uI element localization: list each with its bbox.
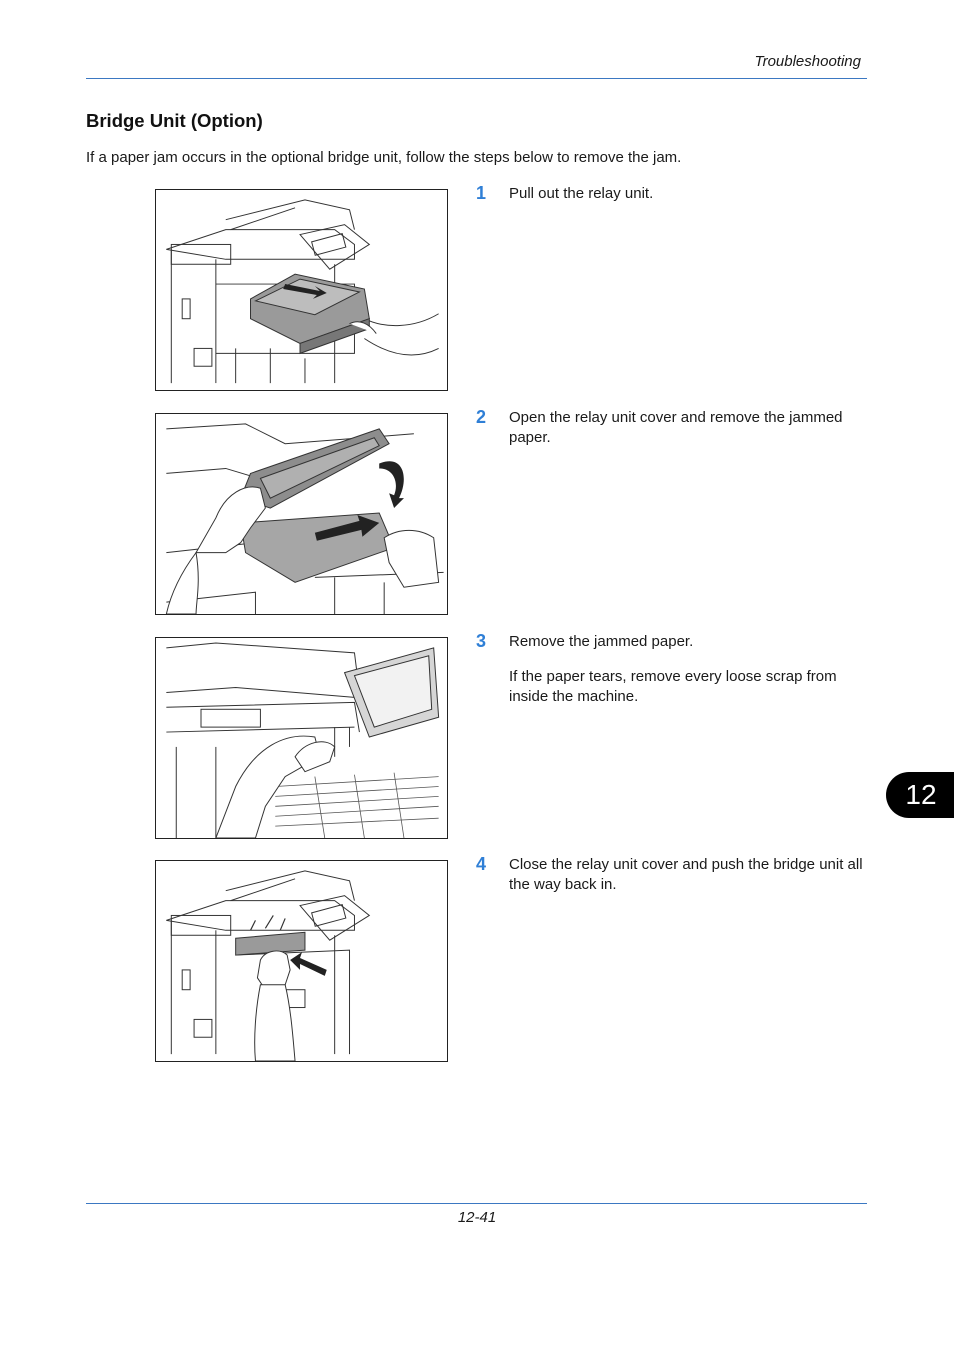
remove-jammed-paper-illustration [166, 642, 440, 838]
step-text: Pull out the relay unit. [509, 185, 654, 202]
chapter-tab: 12 [886, 772, 954, 818]
step-number: 2 [476, 407, 487, 427]
figure-open-relay-cover [155, 413, 448, 615]
step-note: If the paper tears, remove every loose s… [509, 668, 837, 705]
footer-rule [86, 1203, 867, 1204]
figure-pull-relay-unit [155, 189, 448, 391]
step-text: Close the relay unit cover and push the … [509, 856, 863, 893]
header-rule [86, 78, 867, 79]
step-text: Remove the jammed paper. [509, 633, 694, 650]
step-number: 4 [476, 854, 487, 874]
step-number: 3 [476, 631, 487, 651]
page-number: 12-41 [457, 1209, 497, 1226]
push-bridge-unit-illustration [166, 870, 371, 1061]
figure-push-bridge-unit [155, 860, 448, 1062]
step-text: Open the relay unit cover and remove the… [509, 409, 843, 446]
running-header: Troubleshooting [754, 53, 861, 70]
section-intro: If a paper jam occurs in the optional br… [86, 149, 682, 166]
step-number: 1 [476, 183, 487, 203]
section-title: Bridge Unit (Option) [86, 110, 263, 131]
figure-remove-jammed-paper [155, 637, 448, 839]
pull-relay-unit-illustration [166, 199, 439, 384]
open-relay-cover-illustration [165, 423, 444, 614]
